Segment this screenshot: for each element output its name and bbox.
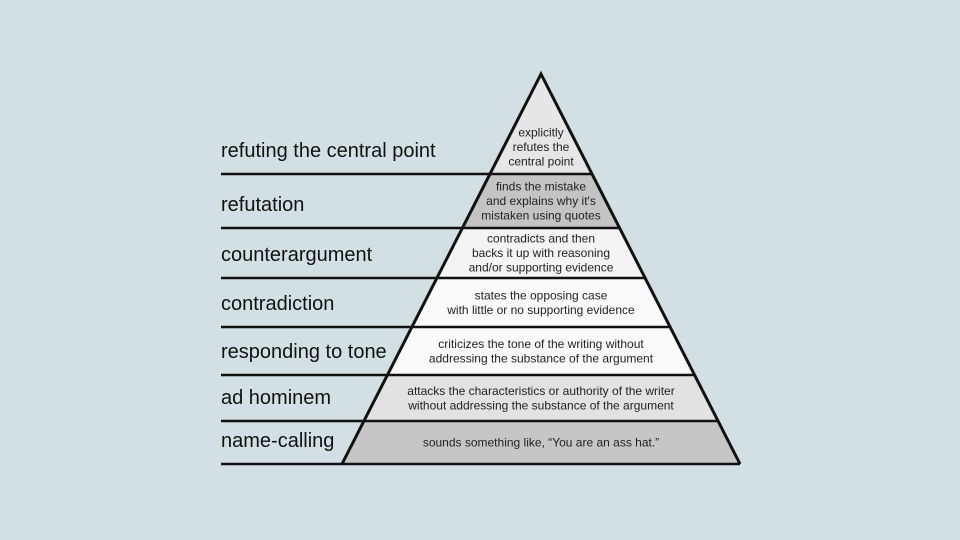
level-description-6: attacks the characteristics or authority… bbox=[407, 384, 674, 398]
level-description-5: criticizes the tone of the writing witho… bbox=[438, 337, 644, 351]
level-description-4: states the opposing case bbox=[475, 288, 608, 302]
level-description-2: finds the mistake bbox=[496, 180, 586, 194]
level-description-2: mistaken using quotes bbox=[481, 209, 600, 223]
level-description-6: without addressing the substance of the … bbox=[407, 398, 674, 412]
level-description-1: explicitly bbox=[518, 126, 563, 140]
pyramid-tier-3 bbox=[436, 228, 646, 278]
level-description-1: central point bbox=[508, 155, 574, 169]
pyramid-outline bbox=[340, 70, 742, 465]
level-description-1: refutes the bbox=[513, 140, 570, 154]
pyramid-tier-4 bbox=[411, 278, 671, 327]
level-label-1: refuting the central point bbox=[221, 140, 436, 162]
pyramid-tier-6 bbox=[363, 375, 719, 421]
level-description-2: and explains why it's bbox=[486, 194, 596, 208]
level-label-7: name-calling bbox=[221, 430, 334, 452]
level-label-2: refutation bbox=[221, 194, 304, 216]
level-description-3: contradicts and then bbox=[487, 232, 595, 246]
level-label-4: contradiction bbox=[221, 293, 334, 315]
pyramid-tier-7 bbox=[342, 421, 740, 464]
pyramid-tier-1 bbox=[489, 74, 593, 174]
pyramid-tier-5 bbox=[387, 327, 695, 375]
level-label-6: ad hominem bbox=[221, 387, 331, 409]
level-label-3: counterargument bbox=[221, 244, 373, 266]
pyramid-tier-2 bbox=[462, 174, 620, 228]
level-description-3: and/or supporting evidence bbox=[469, 261, 614, 275]
level-description-3: backs it up with reasoning bbox=[472, 246, 610, 260]
level-label-5: responding to tone bbox=[221, 341, 387, 363]
level-description-5: addressing the substance of the argument bbox=[429, 351, 654, 365]
level-description-7: sounds something like, “You are an ass h… bbox=[423, 436, 659, 450]
level-description-4: with little or no supporting evidence bbox=[446, 303, 635, 317]
